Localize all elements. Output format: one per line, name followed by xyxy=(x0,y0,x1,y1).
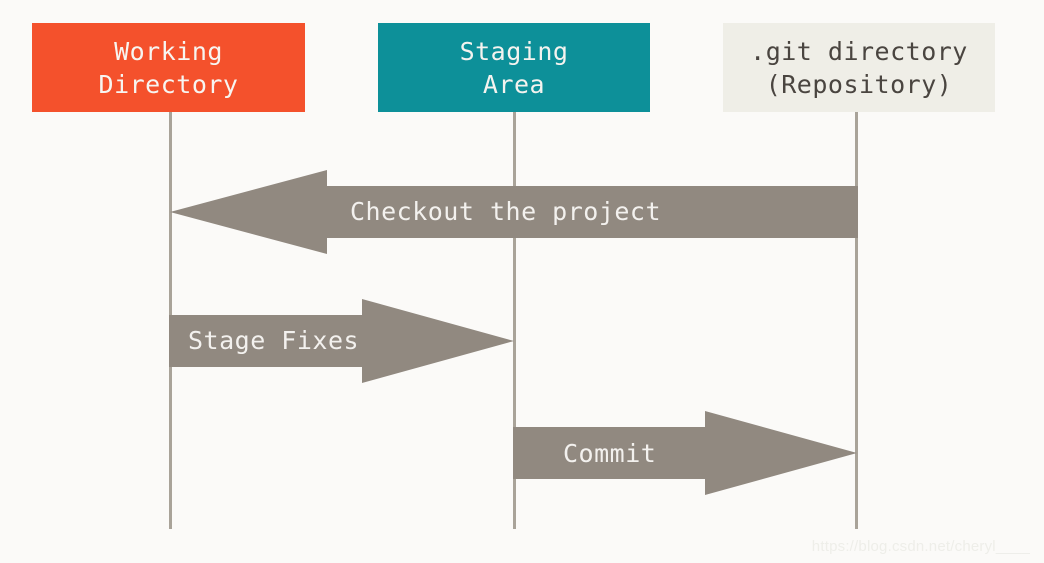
stage-box-working-directory: Working Directory xyxy=(32,23,305,112)
stage-box-staging-area-line2: Area xyxy=(482,69,546,99)
flow-arrow-stage-fixes xyxy=(169,297,514,385)
stage-box-git-directory: .git directory (Repository) xyxy=(723,23,995,112)
stage-box-staging-area: Staging Area xyxy=(378,23,650,112)
flow-arrow-commit xyxy=(513,409,857,497)
flow-label-checkout: Checkout the project xyxy=(350,197,662,226)
flow-label-commit: Commit xyxy=(563,439,657,468)
flow-label-stage-fixes: Stage Fixes xyxy=(188,326,360,355)
stage-box-git-directory-line2: (Repository) xyxy=(765,69,953,99)
stage-box-working-directory-line1: Working xyxy=(114,36,223,66)
lifeline-staging-area xyxy=(513,112,516,529)
stage-box-staging-area-line1: Staging xyxy=(459,36,569,66)
lifeline-git-directory xyxy=(855,112,858,529)
flow-arrow-checkout xyxy=(170,168,858,256)
watermark-text: https://blog.csdn.net/cheryl____ xyxy=(811,538,1030,555)
stage-box-working-directory-line2: Directory xyxy=(98,69,239,99)
stage-box-git-directory-line1: .git directory xyxy=(750,36,968,66)
